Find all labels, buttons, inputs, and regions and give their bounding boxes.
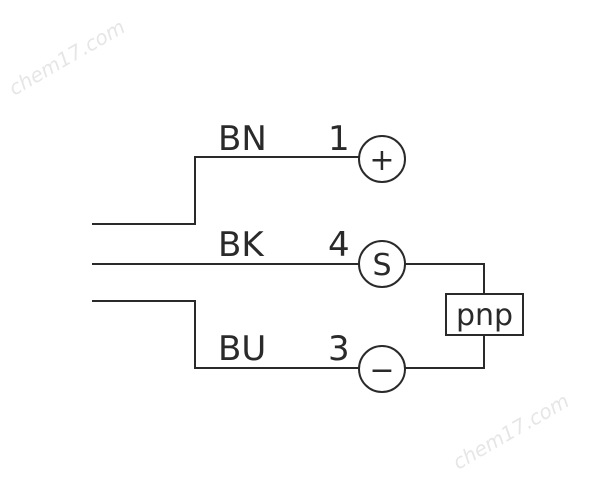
wire-signal-to-pnp: [405, 263, 485, 294]
wire-bu-color-label: BU: [218, 329, 266, 369]
wire-bk-color-label: BK: [218, 225, 265, 265]
wire-bu-pin-label: 3: [328, 329, 350, 369]
terminal-signal-symbol: S: [372, 248, 391, 283]
wire-bu: [92, 300, 359, 369]
terminal-minus-symbol: −: [369, 353, 394, 388]
pnp-output-label: pnp: [456, 298, 513, 333]
watermark-top-left: chem17.com: [5, 15, 130, 101]
wire-bn-color-label: BN: [218, 119, 267, 159]
terminal-plus-symbol: +: [369, 143, 394, 178]
wire-bn: [92, 156, 359, 225]
pnp-output-box: [445, 293, 524, 336]
wire-bk-pin-label: 4: [328, 225, 350, 265]
wire-bn-pin-label: 1: [328, 119, 350, 159]
terminal-plus-circle: [358, 135, 406, 183]
wire-pnp-to-minus: [405, 335, 485, 369]
watermark-bottom-right: chem17.com: [449, 389, 574, 475]
